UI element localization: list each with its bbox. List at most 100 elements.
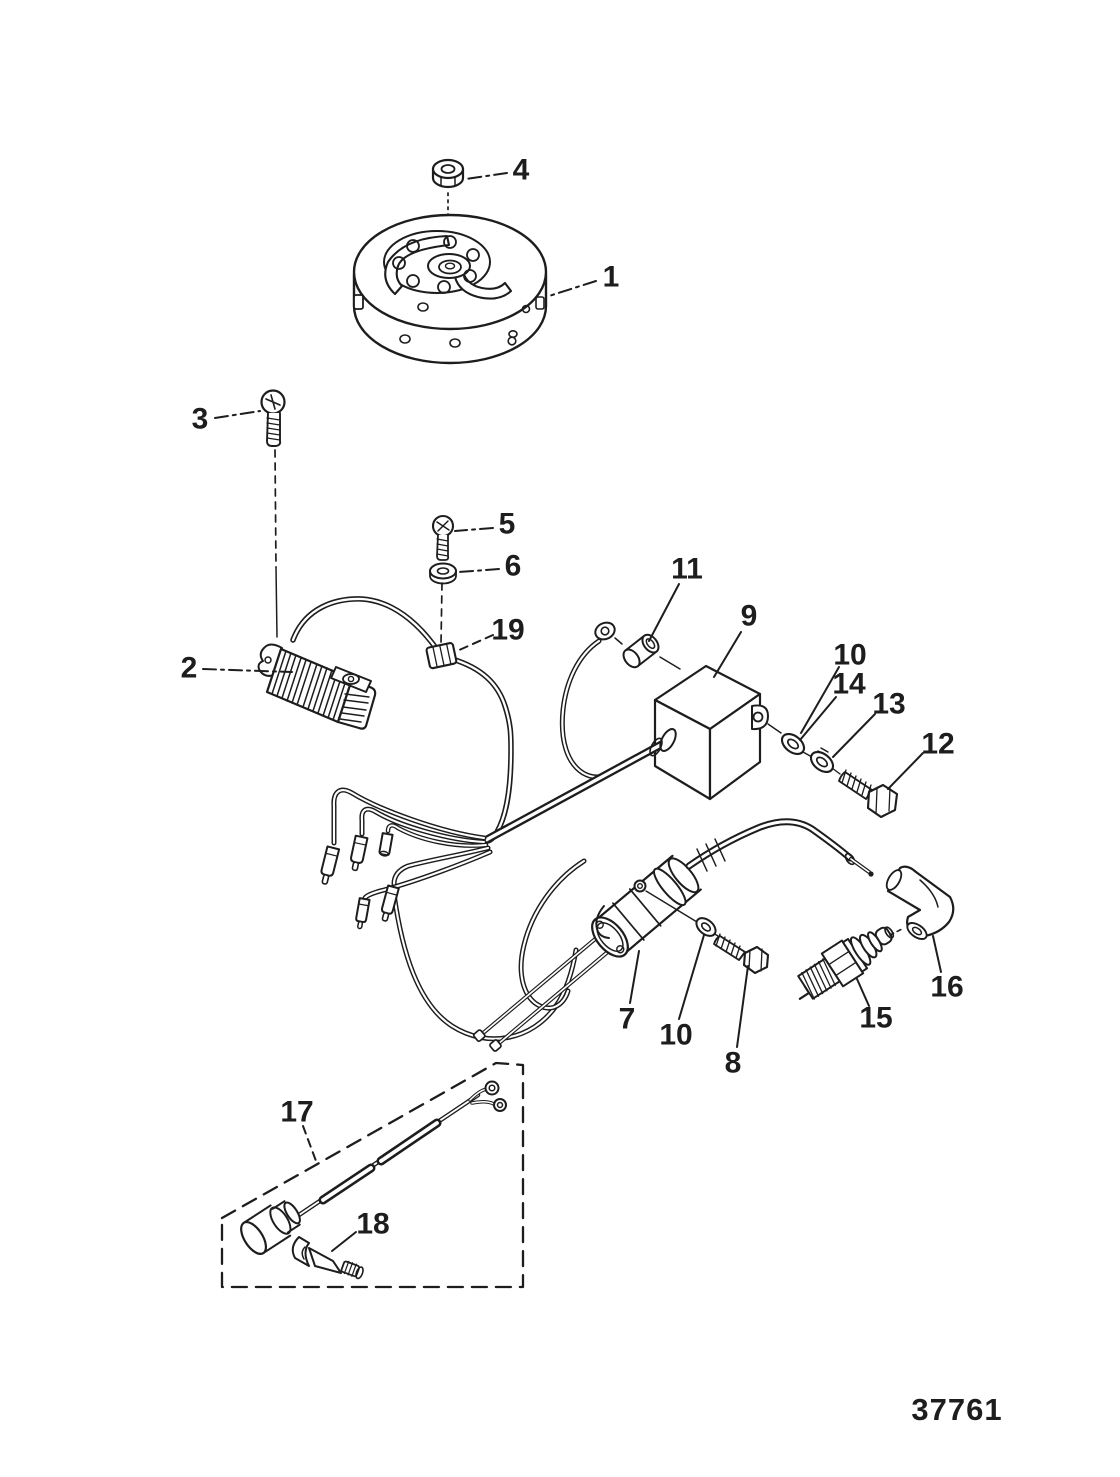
- flywheel-part: [352, 192, 548, 365]
- callout-label-9: 9: [741, 600, 758, 633]
- flywheel-shaft-hole: [438, 259, 462, 275]
- boot-plug-axis: [889, 927, 905, 936]
- callout-5-leader: [454, 527, 494, 532]
- bolt12-shank: [838, 771, 873, 800]
- boot-wire-opening: [885, 869, 903, 891]
- plug-terminal: [874, 926, 893, 946]
- washer-6-part: [429, 562, 457, 585]
- harness-ring-terminal-2: [493, 1098, 507, 1112]
- callout-18-leader: [331, 1231, 357, 1252]
- callout-label-10: 10: [659, 1019, 692, 1052]
- callout-label-13: 13: [872, 688, 905, 721]
- washer-10b-part: [695, 917, 717, 937]
- flywheel-bolt-holes: [392, 235, 480, 294]
- coil-cylinder-part: [472, 854, 702, 1052]
- bullet-connector: [350, 834, 369, 872]
- flywheel-nut-part: [431, 158, 465, 189]
- washer6-face: [429, 562, 457, 580]
- flywheel-rim-notch-left: [353, 294, 364, 310]
- callout-label-5: 5: [499, 508, 516, 541]
- clamp-18-part: [291, 1236, 364, 1280]
- screw3-axis: [274, 449, 277, 568]
- callout-14-leader: [799, 696, 837, 741]
- coil-bracket-tab: [595, 905, 610, 939]
- screw5-axis: [440, 582, 443, 645]
- coil-rod-2-core: [494, 945, 616, 1048]
- callout-16-leader: [932, 935, 942, 973]
- callout-15-leader: [856, 978, 870, 1007]
- clamp18-base: [308, 1247, 342, 1274]
- callout-17-leader: [302, 1125, 317, 1162]
- coil-collar: [653, 867, 687, 907]
- wire-pin-tip: [868, 871, 874, 877]
- callout-label-10: 10: [833, 639, 866, 672]
- harness-sleeve-2-core: [379, 1121, 439, 1163]
- bullet-connector: [355, 897, 371, 930]
- nut-hole: [440, 164, 456, 174]
- callout-label-14: 14: [832, 668, 866, 701]
- callout-label-17: 17: [280, 1096, 313, 1129]
- clamp18-hook: [291, 1236, 310, 1267]
- bullet-wire-c-core: [387, 824, 487, 847]
- callout-2-leader: [202, 668, 293, 673]
- callout-label-11: 11: [671, 553, 703, 586]
- spark-plug-wire-core: [687, 820, 852, 868]
- bolt-8-part: [713, 933, 770, 975]
- bullet-wire-d-core: [392, 846, 490, 886]
- coil-strap: [612, 888, 662, 941]
- coil-output-lead-core: [484, 740, 668, 842]
- callout-8-leader: [736, 965, 749, 1048]
- clamp18-screw: [340, 1260, 364, 1280]
- callout-label-7: 7: [619, 1003, 636, 1036]
- coil-ground-wire-core: [561, 639, 615, 779]
- coil-box-side: [708, 692, 762, 801]
- callout-9-leader: [713, 631, 742, 678]
- callout-13-leader: [832, 713, 876, 758]
- callout-7-leader: [629, 950, 640, 1004]
- callout-label-8: 8: [725, 1047, 742, 1080]
- solenoid-ground-wire-core: [520, 859, 586, 1010]
- callout-10-leader: [800, 666, 840, 734]
- clamp-screw-part: [431, 514, 455, 561]
- coil-mount-ear: [751, 704, 769, 731]
- harness-part: [240, 1080, 507, 1255]
- callout-label-6: 6: [505, 550, 522, 583]
- wire-clamp-part: [425, 642, 458, 670]
- drawing-number: 37761: [911, 1392, 1002, 1427]
- stator-lead-wire-core: [291, 597, 440, 653]
- callout-12-leader: [887, 752, 924, 790]
- nut-top-face: [431, 158, 465, 180]
- bolt-12-part: [838, 769, 899, 819]
- coil-assembly-axis: [614, 637, 681, 670]
- solenoid-ground-wire: [518, 858, 587, 1011]
- callout-label-12: 12: [921, 728, 954, 761]
- bullet-connector: [378, 832, 394, 857]
- callout-label-3: 3: [192, 403, 209, 436]
- callout-label-1: 1: [603, 261, 620, 294]
- harness-branch-2-core: [471, 1100, 495, 1105]
- stator-screw-part: [260, 389, 286, 638]
- screw5-shank: [436, 534, 450, 561]
- callout-label-4: 4: [513, 154, 530, 187]
- callout-10-leader: [678, 934, 705, 1020]
- coil-lead-collar: [659, 728, 677, 752]
- callout-label-19: 19: [491, 614, 524, 647]
- harness-loop-wire: [391, 891, 579, 1042]
- harness-sleeve-1-core: [321, 1166, 373, 1202]
- coil-bracket-boss: [633, 879, 647, 893]
- harness-down-wire: [449, 656, 514, 845]
- coil-ring-terminal: [594, 621, 616, 641]
- callout-label-18: 18: [356, 1208, 389, 1241]
- lock-washer-13-part: [809, 747, 835, 773]
- stator-coil-part: [257, 643, 377, 730]
- callout-11-leader: [648, 583, 680, 642]
- harness-ring-terminal-1: [484, 1080, 500, 1096]
- flywheel-rim-notch-right: [535, 296, 545, 310]
- callout-label-2: 2: [181, 652, 198, 685]
- kit-dashed-box: [220, 1061, 525, 1289]
- callout-label-15: 15: [859, 1002, 892, 1035]
- flywheel-stud: [444, 262, 456, 270]
